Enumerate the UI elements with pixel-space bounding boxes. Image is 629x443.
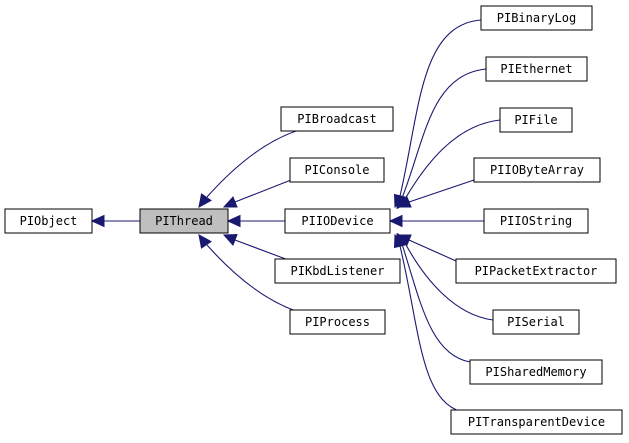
node-label-pitransparentdevice: PITransparentDevice <box>468 415 605 429</box>
node-label-pibinarylog: PIBinaryLog <box>497 11 576 25</box>
node-label-piprocess: PIProcess <box>305 315 370 329</box>
node-piobject[interactable]: PIObject <box>4 208 93 234</box>
node-label-pisharedmemory: PISharedMemory <box>485 365 586 379</box>
edge-pibroadcast-to-pithread <box>198 130 297 208</box>
node-piserial[interactable]: PISerial <box>492 309 580 335</box>
node-label-pibroadcast: PIBroadcast <box>297 112 376 126</box>
class-nodes: PIObject PIThread PIBroadcast PIConsole … <box>4 5 623 435</box>
node-pithread[interactable]: PIThread <box>139 208 229 234</box>
edge-pitransparentdevice-to-piiodevice <box>393 233 463 413</box>
node-pikbdlistener[interactable]: PIKbdListener <box>274 258 401 284</box>
node-label-pikbdlistener: PIKbdListener <box>291 264 385 278</box>
edge-piiodevice-to-pithread <box>226 214 285 228</box>
edge-piconsole-to-pithread <box>222 179 292 208</box>
node-label-piobject: PIObject <box>20 214 78 228</box>
node-piprocess[interactable]: PIProcess <box>289 309 386 335</box>
node-pisharedmemory[interactable]: PISharedMemory <box>469 359 603 385</box>
edge-piiobytearray-to-piiodevice <box>396 179 475 208</box>
inheritance-edges <box>90 19 501 413</box>
edge-pikbdlistener-to-pithread <box>222 233 292 262</box>
node-label-piiobytearray: PIIOByteArray <box>490 163 584 177</box>
node-piiodevice[interactable]: PIIODevice <box>284 208 391 234</box>
node-pibinarylog[interactable]: PIBinaryLog <box>480 5 593 31</box>
node-label-piiodevice: PIIODevice <box>301 214 373 228</box>
node-piethernet[interactable]: PIEthernet <box>485 56 588 82</box>
node-label-pithread: PIThread <box>155 214 213 228</box>
node-label-piconsole: PIConsole <box>304 163 369 177</box>
node-pifile[interactable]: PIFile <box>499 107 573 133</box>
node-piiobytearray[interactable]: PIIOByteArray <box>473 157 601 183</box>
node-label-piserial: PISerial <box>507 315 565 329</box>
node-label-piethernet: PIEthernet <box>500 62 572 76</box>
edge-pithread-to-piobject <box>90 214 140 228</box>
edge-pibinarylog-to-piiodevice <box>393 19 482 209</box>
node-pibroadcast[interactable]: PIBroadcast <box>280 106 394 132</box>
node-label-pifile: PIFile <box>514 113 557 127</box>
node-piconsole[interactable]: PIConsole <box>289 157 385 183</box>
node-pipacketextractor[interactable]: PIPacketExtractor <box>455 258 617 284</box>
node-label-piiostring: PIIOString <box>500 214 572 228</box>
node-label-pipacketextractor: PIPacketExtractor <box>475 264 598 278</box>
node-piiostring[interactable]: PIIOString <box>483 208 589 234</box>
node-pitransparentdevice[interactable]: PITransparentDevice <box>450 409 623 435</box>
edge-piiostring-to-piiodevice <box>388 214 484 228</box>
edge-piprocess-to-pithread <box>198 234 297 312</box>
edge-pisharedmemory-to-piiodevice <box>396 232 471 363</box>
edge-piethernet-to-piiodevice <box>396 68 487 210</box>
